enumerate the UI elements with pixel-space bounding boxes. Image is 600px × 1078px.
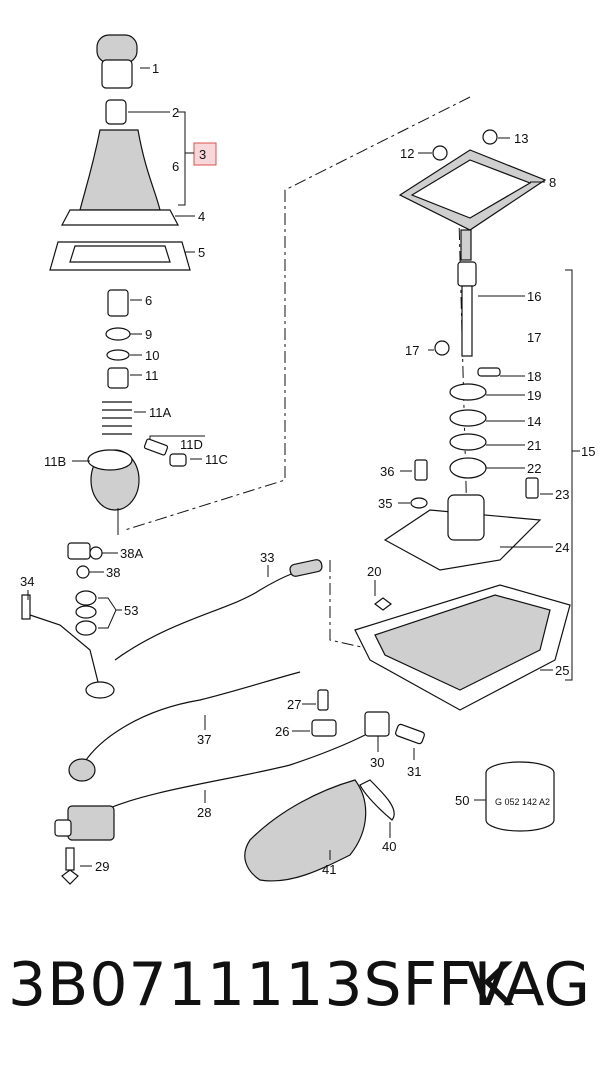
part-cover-plate — [398, 129, 547, 231]
part-gaiter-frame — [49, 241, 195, 271]
part-housing-base — [354, 580, 571, 711]
part-spring — [102, 401, 146, 435]
callout-6-upper: 6 — [172, 159, 179, 174]
callout-11c: 11C — [205, 452, 228, 467]
callout-26: 26 — [275, 724, 289, 739]
highlight-box-3 — [193, 142, 217, 166]
callout-1: 1 — [152, 61, 159, 76]
exploded-parts-diagram: 1 2 3 6 4 5 6 9 10 11 11A 11D 11B 11C 12… — [20, 34, 595, 885]
callout-17-left: 17 — [405, 343, 419, 358]
callout-3: 3 — [199, 147, 206, 162]
callout-27: 27 — [287, 697, 301, 712]
callout-15: 15 — [581, 444, 595, 459]
callout-14: 14 — [527, 414, 541, 429]
assembly-line-upper — [124, 96, 471, 531]
part-number: 3B0711113SFFK — [8, 950, 515, 1020]
callout-36: 36 — [380, 464, 394, 479]
callout-11b: 11B — [44, 454, 66, 469]
callout-37: 37 — [197, 732, 211, 747]
part-gear-cable — [54, 734, 366, 841]
callout-28: 28 — [197, 805, 211, 820]
brand-name: VAG — [466, 950, 590, 1020]
callout-4: 4 — [198, 209, 205, 224]
callout-17-right: 17 — [527, 330, 541, 345]
callout-40: 40 — [382, 839, 396, 854]
part-seal-ring — [474, 761, 555, 832]
part-gear-gaiter — [61, 129, 195, 226]
bracket-15 — [565, 269, 580, 681]
callout-12: 12 — [400, 146, 414, 161]
callout-53: 53 — [124, 603, 138, 618]
part-selector-cable — [114, 559, 323, 661]
callout-13: 13 — [514, 131, 528, 146]
callout-11: 11 — [145, 368, 159, 383]
callout-2: 2 — [172, 105, 179, 120]
callout-35: 35 — [378, 496, 392, 511]
callout-20: 20 — [367, 564, 381, 579]
footer-caption: 3B0711113SFFK VAG — [0, 950, 600, 1078]
callout-24: 24 — [555, 540, 569, 555]
part-ring-set — [449, 383, 525, 451]
callout-11a: 11A — [149, 405, 171, 420]
part-shift-lever-stack — [105, 289, 142, 389]
callout-6-lower: 6 — [145, 293, 152, 308]
part-gear-cable-linkage — [68, 671, 425, 782]
callout-16: 16 — [527, 289, 541, 304]
callout-9: 9 — [145, 327, 152, 342]
callout-30: 30 — [370, 755, 384, 770]
part-cable-boot — [61, 779, 395, 885]
callout-38a: 38A — [120, 546, 143, 561]
part-selector-shaft — [428, 229, 525, 377]
callout-10: 10 — [145, 348, 159, 363]
part-shift-knob — [96, 34, 150, 89]
callout-50: 50 — [455, 793, 469, 808]
callout-19: 19 — [527, 388, 541, 403]
callout-18: 18 — [527, 369, 541, 384]
callout-22: 22 — [527, 461, 541, 476]
callout-29: 29 — [95, 859, 109, 874]
part-cable-bracket-left — [21, 542, 122, 699]
callout-31: 31 — [407, 764, 421, 779]
part-ball-housing — [72, 449, 140, 535]
callout-25: 25 — [555, 663, 569, 678]
callout-23: 23 — [555, 487, 569, 502]
callout-33: 33 — [260, 550, 274, 565]
bracket-2-6 — [178, 111, 194, 206]
callout-11d: 11D — [180, 437, 203, 452]
part-selector-housing — [383, 457, 553, 571]
callout-34: 34 — [20, 574, 34, 589]
seal-stamp-text: G 052 142 A2 — [495, 797, 550, 807]
callout-8: 8 — [549, 175, 556, 190]
callout-5: 5 — [198, 245, 205, 260]
part-detent-pin — [143, 435, 205, 467]
callout-41: 41 — [322, 862, 336, 877]
callout-38: 38 — [106, 565, 120, 580]
callout-21: 21 — [527, 438, 541, 453]
part-knob-insert — [105, 99, 170, 125]
